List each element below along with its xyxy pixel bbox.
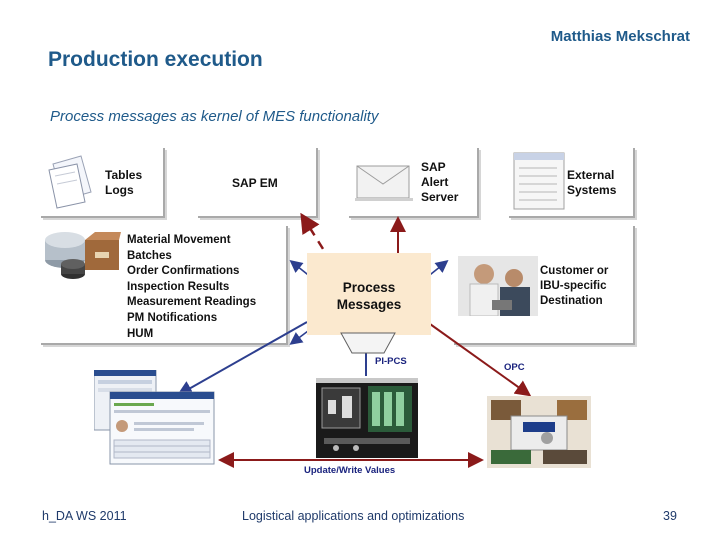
footer-title: Logistical applications and optimization… bbox=[242, 509, 465, 523]
page-number: 39 bbox=[663, 509, 677, 523]
process-messages-label: Process Messages bbox=[336, 280, 402, 312]
envelope-icon bbox=[355, 165, 413, 201]
message-type-list: Material Movement Batches Order Confirma… bbox=[127, 233, 256, 342]
pi-pcs-label: PI-PCS bbox=[375, 356, 407, 367]
sap-alert-server-label: SAP Alert Server bbox=[421, 160, 459, 204]
tables-logs-box: Tables Logs bbox=[41, 148, 165, 218]
em-dashed-arrow bbox=[300, 212, 342, 277]
screens-arrow bbox=[176, 321, 308, 396]
sap-em-label: SAP EM bbox=[232, 176, 278, 190]
footer-course: h_DA WS 2011 bbox=[42, 509, 127, 523]
list-item: Inspection Results bbox=[127, 280, 230, 293]
author-name: Matthias Mekschrat bbox=[550, 28, 690, 45]
material-messages-box: Material Movement Batches Order Confirma… bbox=[41, 226, 288, 345]
list-item: PM Notifications bbox=[127, 311, 218, 324]
list-item: Measurement Readings bbox=[127, 296, 257, 309]
documents-icon bbox=[48, 155, 92, 209]
people-photo-icon bbox=[458, 256, 538, 316]
external-systems-label: External Systems bbox=[567, 168, 617, 197]
list-item: Material Movement bbox=[127, 234, 231, 246]
slide-title: Production execution bbox=[48, 48, 263, 71]
opc-hardware-image bbox=[487, 396, 591, 468]
process-messages-box: Process Messages bbox=[307, 253, 431, 335]
list-item: HUM bbox=[127, 327, 154, 340]
update-write-label: Update/Write Values bbox=[304, 465, 396, 476]
process-control-screen-image bbox=[316, 378, 418, 458]
screenshot-icon bbox=[513, 152, 565, 210]
tables-logs-label: Tables Logs bbox=[105, 168, 143, 197]
customer-destination-box: Customer or IBU-specific Destination bbox=[454, 226, 635, 345]
sap-em-box: SAP EM bbox=[198, 148, 318, 218]
external-systems-box: External Systems bbox=[509, 148, 635, 218]
customer-destination-label: Customer or IBU-specific Destination bbox=[540, 265, 609, 307]
goods-icon bbox=[45, 232, 121, 279]
list-item: Batches bbox=[127, 249, 172, 262]
application-screenshots-image bbox=[94, 370, 215, 465]
list-item: Order Confirmations bbox=[127, 265, 240, 278]
opc-label: OPC bbox=[504, 362, 525, 373]
slide-subtitle: Process messages as kernel of MES functi… bbox=[50, 108, 379, 125]
pi-pcs-connector-icon bbox=[340, 332, 396, 354]
sap-alert-server-box: SAP Alert Server bbox=[349, 148, 479, 218]
opc-arrow bbox=[429, 323, 532, 397]
